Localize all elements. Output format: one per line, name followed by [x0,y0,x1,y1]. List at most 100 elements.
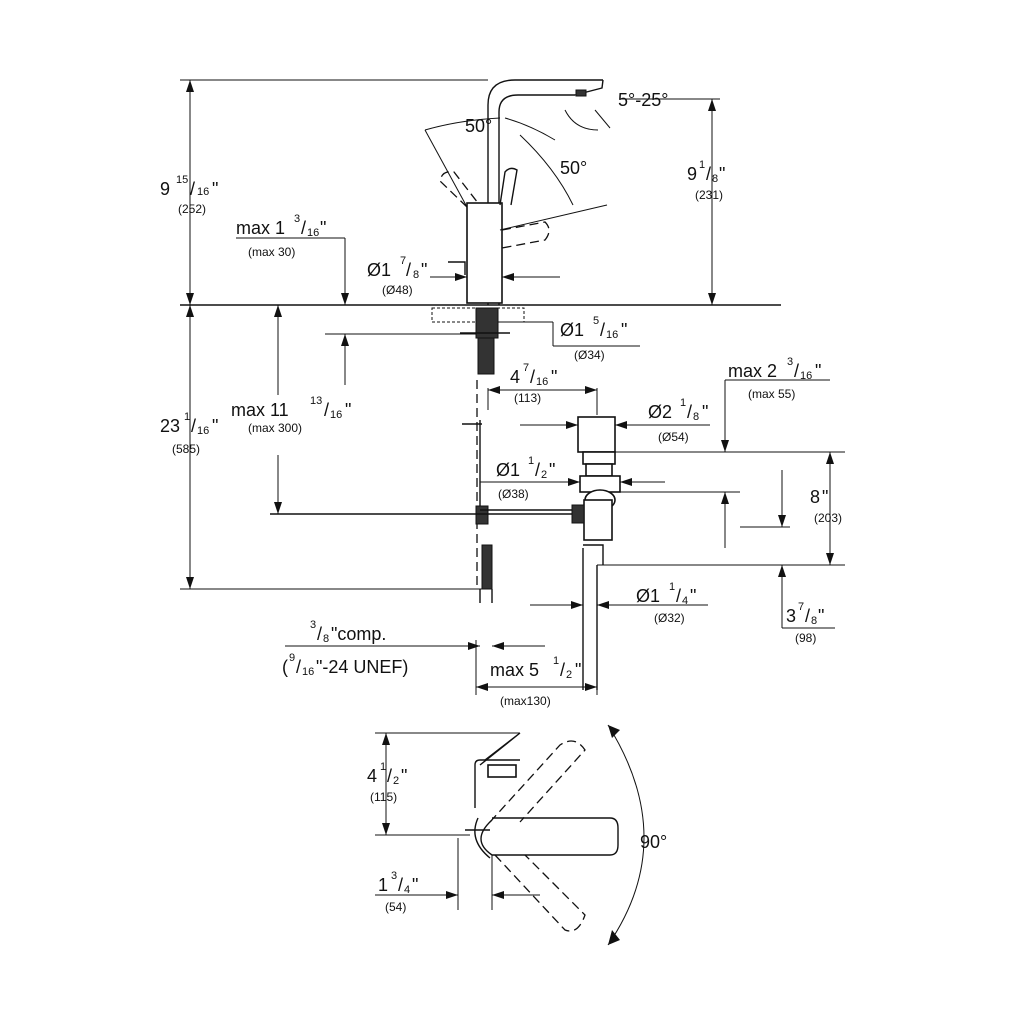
dim-spout-height: 9 15 / 16 " (252) [160,174,218,216]
svg-text:4: 4 [367,766,377,786]
dim-lever-offset: 1 3 / 4 " (54) [378,870,418,914]
svg-text:(Ø32): (Ø32) [654,611,685,625]
dim-swivel-angle: 90° [640,832,667,852]
svg-text:Ø1: Ø1 [636,586,660,606]
svg-text:16: 16 [330,409,342,421]
svg-text:15: 15 [176,174,188,186]
svg-text:(113): (113) [514,391,541,405]
svg-text:1: 1 [184,411,190,423]
dim-drain-body: Ø1 1 / 2 " (Ø38) [496,455,555,501]
svg-text:": " [320,218,326,238]
svg-text:(252): (252) [178,202,206,216]
dim-lever-angle-left: 50° [465,116,492,136]
svg-text:/: / [317,624,322,644]
svg-text:/: / [794,361,799,381]
svg-text:1: 1 [669,581,675,593]
svg-text:": " [719,164,725,184]
svg-text:1: 1 [553,655,559,667]
svg-text:(203): (203) [814,511,842,525]
svg-text:(Ø54): (Ø54) [658,430,689,444]
svg-text:(Ø38): (Ø38) [498,487,529,501]
svg-text:": " [412,875,418,895]
svg-text:Ø2: Ø2 [648,402,672,422]
svg-text:"comp.: "comp. [331,624,386,644]
plan-dimension-lines [375,724,645,946]
svg-text:/: / [398,875,403,895]
svg-text:"-24 UNEF): "-24 UNEF) [316,657,408,677]
svg-text:/: / [676,586,681,606]
svg-text:1: 1 [378,875,388,895]
svg-text:max 1: max 1 [236,218,285,238]
svg-text:1: 1 [528,455,534,467]
svg-text:4: 4 [404,884,410,896]
svg-text:Ø1: Ø1 [560,320,584,340]
svg-text:7: 7 [798,601,804,613]
svg-text:(max 30): (max 30) [248,245,295,259]
svg-text:(: ( [282,657,288,677]
svg-text:16: 16 [197,186,209,198]
svg-text:Ø1: Ø1 [496,460,520,480]
svg-text:8: 8 [811,615,817,627]
faucet-side-view [180,79,781,603]
svg-text:": " [345,400,351,420]
svg-text:": " [621,320,627,340]
svg-text:": " [818,606,824,626]
dim-hole-diameter: Ø1 5 / 16 " (Ø34) [560,315,627,362]
dim-max-drain-thickness: max 2 3 / 16 " (max 55) [728,356,821,401]
svg-text:/: / [805,606,810,626]
dim-lever-reach: 4 1 / 2 " (115) [367,761,407,804]
svg-text:16: 16 [307,227,319,239]
svg-text:(98): (98) [795,631,816,645]
svg-text:": " [551,367,557,387]
svg-text:(Ø48): (Ø48) [382,283,413,297]
dimension-lines [180,79,845,695]
svg-text:16: 16 [197,425,209,437]
svg-text:1: 1 [699,159,705,171]
svg-text:(max 55): (max 55) [748,387,795,401]
svg-text:": " [702,402,708,422]
svg-text:8: 8 [810,487,820,507]
svg-text:23: 23 [160,416,180,436]
svg-text:": " [690,586,696,606]
svg-text:/: / [535,460,540,480]
svg-text:": " [421,260,427,280]
svg-text:8: 8 [712,173,718,185]
svg-text:1: 1 [380,761,386,773]
svg-text:": " [575,660,581,680]
dim-drain-flange: Ø2 1 / 8 " (Ø54) [648,397,708,444]
svg-text:": " [401,766,407,786]
svg-text:(585): (585) [172,442,200,456]
svg-text:Ø1: Ø1 [367,260,391,280]
svg-text:(115): (115) [370,790,397,804]
svg-text:8: 8 [323,633,329,645]
svg-text:": " [212,179,218,199]
svg-text:4: 4 [510,367,520,387]
faucet-plan-view [465,732,619,932]
svg-text:": " [822,487,828,507]
svg-text:/: / [190,179,195,199]
svg-text:(231): (231) [695,188,723,202]
svg-text:max 5: max 5 [490,660,539,680]
svg-text:16: 16 [606,329,618,341]
svg-text:/: / [301,218,306,238]
svg-text:": " [815,361,821,381]
svg-text:/: / [600,320,605,340]
dim-tailpiece-rise: 3 7 / 8 " (98) [786,601,824,645]
svg-text:7: 7 [400,255,406,267]
svg-text:3: 3 [310,619,316,631]
svg-text:3: 3 [786,606,796,626]
dim-drain-length: 8 " (203) [810,487,842,525]
dim-connection: 3 / 8 "comp. ( 9 / 16 "-24 UNEF) [282,619,408,678]
dim-outlet-height: 9 1 / 8 " (231) [687,159,725,202]
svg-text:7: 7 [523,362,529,374]
svg-text:/: / [560,660,565,680]
svg-text:/: / [706,164,711,184]
svg-text:/: / [406,260,411,280]
svg-text:4: 4 [682,595,688,607]
svg-text:3: 3 [391,870,397,882]
dim-tailpiece: Ø1 1 / 4 " (Ø32) [636,581,696,625]
dim-total-height: 23 1 / 16 " (585) [160,411,218,456]
svg-text:/: / [191,416,196,436]
dim-deck-thickness: max 1 3 / 16 " (max 30) [236,213,326,259]
